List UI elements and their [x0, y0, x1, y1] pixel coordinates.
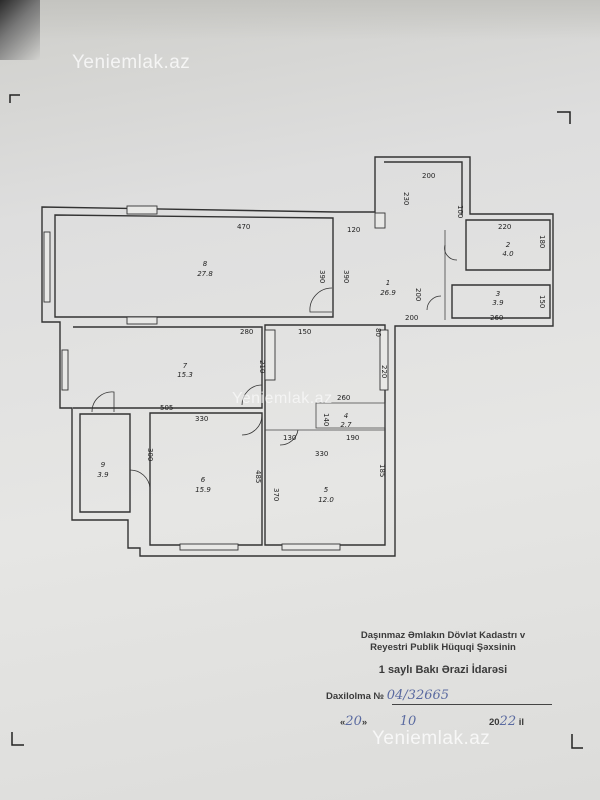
- room-2-number: 2: [506, 241, 511, 249]
- room-4-number: 4: [344, 412, 348, 420]
- room-6-area: 15.9: [195, 486, 211, 494]
- room-7-area: 15.3: [177, 371, 193, 379]
- stamp-line-2: Reyestri Publik Hüquqi Şəxsinin: [370, 642, 516, 653]
- room-7-number: 7: [183, 362, 188, 370]
- registry-stamp: Daşınmaz Əmlakın Dövlət Kadastrı v Reyes…: [318, 630, 568, 729]
- column: [264, 329, 276, 381]
- dim: 120: [347, 226, 360, 234]
- dim: 470: [237, 223, 250, 231]
- entry-underline: [392, 704, 552, 705]
- paper-top-shadow: [0, 0, 600, 40]
- window: [281, 543, 341, 551]
- dim: 370: [272, 488, 280, 501]
- dim: 210: [258, 360, 266, 373]
- dim: 130: [283, 434, 296, 442]
- room-5-area: 12.0: [318, 496, 334, 504]
- window: [179, 543, 239, 551]
- dimension-labels: 470 120 200 220 200 260 280 150 505 330 …: [146, 172, 546, 501]
- crop-mark-tr: [557, 111, 571, 124]
- room-6-number: 6: [201, 476, 206, 484]
- date-year-suffix: 22: [499, 714, 517, 729]
- dim: 260: [337, 394, 350, 402]
- door: [309, 287, 333, 313]
- crop-mark-br: [571, 734, 583, 749]
- date-day: 20: [345, 714, 362, 729]
- dim: 330: [315, 450, 328, 458]
- watermark-top: Yeniemlak.az: [72, 52, 191, 73]
- dim: 485: [254, 470, 262, 483]
- crop-mark-bl: [11, 732, 24, 746]
- dim: 150: [538, 295, 546, 308]
- dim: 200: [405, 314, 418, 322]
- dim: 220: [380, 365, 388, 378]
- room-3-area: 3.9: [492, 299, 504, 307]
- dim: 190: [346, 434, 359, 442]
- column: [374, 212, 386, 229]
- paper-corner-shadow: [0, 0, 40, 60]
- room-1-area: 26.9: [380, 289, 396, 297]
- dim: 180: [538, 235, 546, 248]
- stamp-line-1: Daşınmaz Əmlakın Dövlət Kadastrı v: [360, 630, 526, 641]
- dim: 280: [240, 328, 253, 336]
- dim: 140: [322, 413, 330, 426]
- room-labels: 8 27.8 1 26.9 2 4.0 3 3.9 7 15.3 4 2.7 9…: [97, 241, 514, 504]
- date-year-unit: il: [518, 717, 525, 728]
- door: [241, 414, 263, 436]
- room-8-area: 27.8: [197, 270, 213, 278]
- door: [279, 429, 299, 446]
- room-3-number: 3: [496, 290, 500, 298]
- dim: 220: [498, 223, 511, 231]
- door: [444, 244, 458, 261]
- dim: 100: [456, 205, 464, 218]
- entry-row: Daxilolma № 04/32665: [326, 688, 449, 703]
- room-9-number: 9: [101, 461, 106, 469]
- dim: 185: [378, 464, 386, 477]
- window: [43, 231, 51, 303]
- crop-mark-tl: [9, 94, 20, 103]
- door: [426, 295, 442, 311]
- dim: 200: [422, 172, 435, 180]
- dim: 390: [318, 270, 326, 283]
- room-9-area: 3.9: [97, 471, 109, 479]
- dim: 505: [160, 404, 173, 412]
- door: [241, 384, 263, 406]
- dim: 300: [146, 448, 154, 461]
- room-5-number: 5: [324, 486, 329, 494]
- dim: 260: [490, 314, 503, 322]
- room-8-number: 8: [203, 260, 208, 268]
- dim: 80: [374, 328, 382, 337]
- dim: 390: [342, 270, 350, 283]
- room-1-number: 1: [386, 279, 390, 287]
- dim: 330: [195, 415, 208, 423]
- window: [61, 349, 69, 391]
- dim: 200: [414, 288, 422, 301]
- room-2-area: 4.0: [502, 250, 514, 258]
- date-year-prefix: 20: [488, 717, 500, 728]
- dim: 150: [298, 328, 311, 336]
- door: [129, 469, 151, 489]
- window: [126, 316, 158, 325]
- room-4-area: 2.7: [340, 421, 352, 429]
- date-month: 10: [399, 714, 417, 729]
- entry-label: Daxilolma №: [326, 691, 385, 702]
- window: [126, 205, 158, 215]
- stamp-office: 1 saylı Bakı Ərazi İdarəsi: [378, 664, 508, 676]
- door: [91, 391, 115, 413]
- column: [379, 329, 389, 391]
- dim: 230: [402, 192, 410, 205]
- watermark-center: Yeniemlak.az: [232, 390, 333, 407]
- entry-number: 04/32665: [386, 688, 450, 703]
- walls: [41, 156, 554, 557]
- date-row: «20» 10 2022 il: [340, 714, 525, 729]
- watermark-bottom: Yeniemlak.az: [372, 728, 491, 749]
